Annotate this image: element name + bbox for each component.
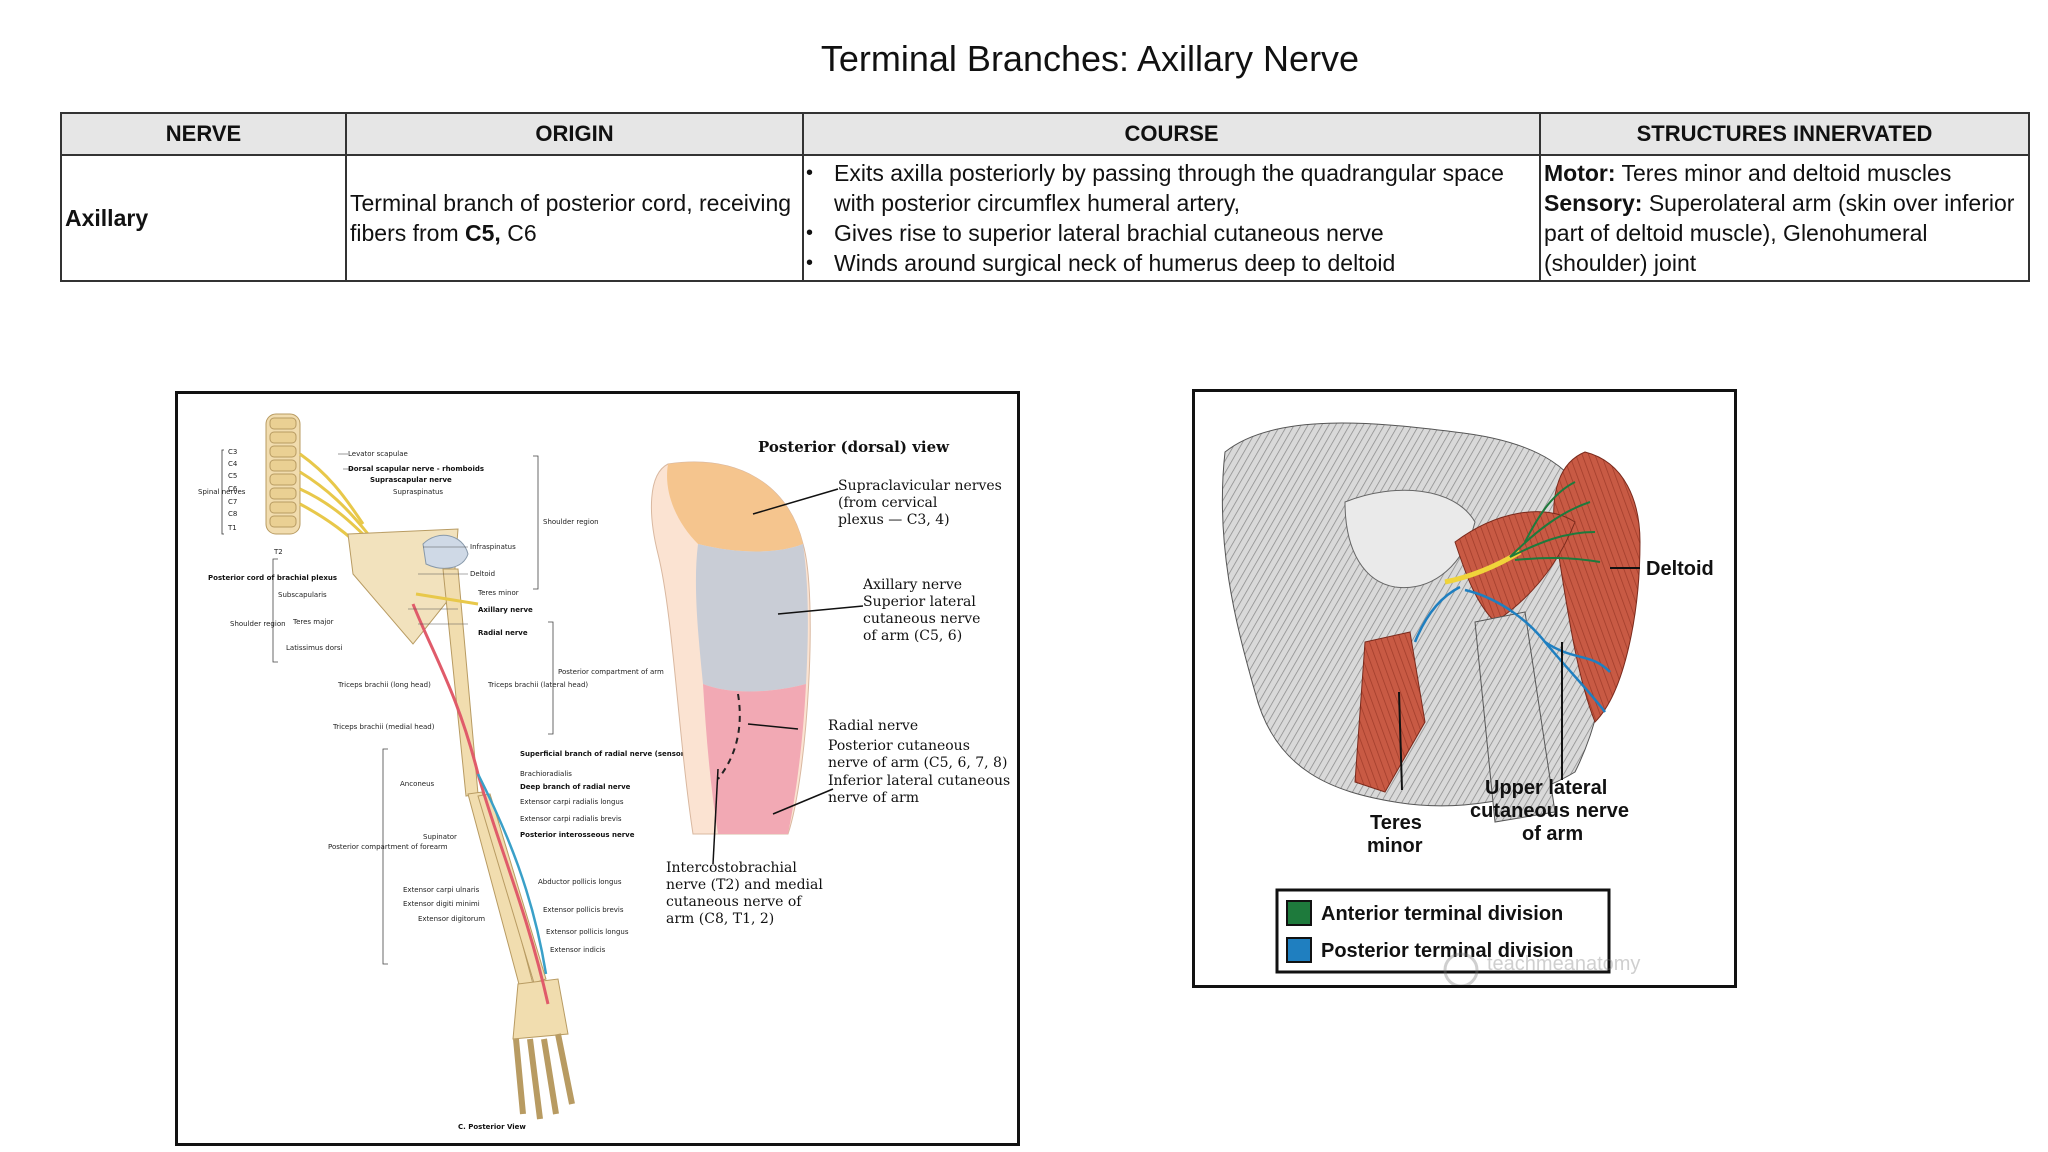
label-infraspinatus: Infraspinatus [470, 543, 516, 551]
header-structures: STRUCTURES INNERVATED [1539, 112, 2030, 156]
sensory-text: Superolateral arm (skin over inferior pa… [1544, 190, 2015, 276]
vertebra-label: T2 [273, 548, 283, 556]
course-item: Gives rise to superior lateral brachial … [806, 218, 1536, 248]
label-ecr-longus: Extensor carpi radialis longus [520, 798, 624, 806]
origin-bold: C5, [465, 220, 501, 246]
label-upper-lateral-line3: of arm [1522, 823, 1583, 845]
spine-illustration [265, 413, 301, 535]
label-brachioradialis: Brachioradialis [520, 770, 572, 778]
vertebra-label: C7 [228, 498, 237, 506]
watermark-text: teachmeanatomy [1487, 953, 1640, 975]
nerve-name: Axillary [65, 205, 149, 231]
course-list: Exits axilla posteriorly by passing thro… [804, 158, 1536, 278]
scapula-muscles-illustration [1221, 422, 1609, 807]
legend: Anterior terminal division Posterior ter… [1275, 888, 1611, 974]
shoulder-illustration: Deltoid Teres minor Upper lateral cutane… [1221, 422, 1714, 985]
label-extensor-digiti-minimi: Extensor digiti minimi [403, 900, 480, 908]
cutaneous-label-axillary: Axillary nerve Superior lateral cutaneou… [862, 577, 985, 644]
region-label: Posterior compartment of arm [558, 668, 664, 676]
legend-label-anterior: Anterior terminal division [1321, 903, 1563, 925]
label-supinator: Supinator [423, 833, 457, 841]
label-upper-lateral-line1: Upper lateral [1485, 777, 1607, 799]
origin-text: Terminal branch of posterior cord, recei… [350, 190, 792, 246]
legend-swatch-posterior [1286, 937, 1312, 963]
vertebra-label: C8 [228, 510, 237, 518]
figure-heading: Posterior (dorsal) view [758, 438, 950, 456]
label-anconeus: Anconeus [400, 780, 435, 788]
label-deep-radial: Deep branch of radial nerve [520, 783, 631, 791]
motor-line: Motor: Teres minor and deltoid muscles [1544, 158, 2025, 188]
label-levator-scapulae: Levator scapulae [348, 450, 408, 458]
label-suprascapular-nerve: Suprascapular nerve [370, 476, 452, 484]
cell-structures: Motor: Teres minor and deltoid muscles S… [1539, 154, 2030, 282]
region-label: Shoulder region [230, 620, 286, 628]
vertebra-label: C4 [228, 460, 238, 468]
label-abductor-pollicis-longus: Abductor pollicis longus [538, 878, 622, 886]
label-superficial-radial: Superficial branch of radial nerve (sens… [520, 750, 692, 758]
figure-caption: C. Posterior View [458, 1123, 526, 1131]
header-nerve: NERVE [60, 112, 347, 156]
label-extensor-indicis: Extensor indicis [550, 946, 606, 954]
label-upper-lateral-line2: cutaneous nerve [1470, 800, 1629, 822]
nerve-table: NERVE ORIGIN COURSE STRUCTURES INNERVATE… [60, 112, 2030, 282]
watermark: teachmeanatomy [1443, 952, 1640, 985]
sensory-label: Sensory: [1544, 190, 1643, 216]
posterior-division-illustration [1413, 585, 1611, 713]
course-item: Winds around surgical neck of humerus de… [806, 248, 1536, 278]
region-label: Shoulder region [543, 518, 599, 526]
label-triceps-long: Triceps brachii (long head) [337, 681, 431, 689]
label-posterior-interosseous: Posterior interosseous nerve [520, 831, 635, 839]
motor-text: Teres minor and deltoid muscles [1615, 160, 1952, 186]
label-extensor-digitorum: Extensor digitorum [418, 915, 485, 923]
label-deltoid: Deltoid [1646, 558, 1714, 580]
label-triceps-lateral: Triceps brachii (lateral head) [487, 681, 588, 689]
cell-origin: Terminal branch of posterior cord, recei… [345, 154, 804, 282]
cutaneous-label-radial: Radial nerve Posterior cutaneous nerve o… [828, 718, 1015, 806]
label-extensor-pollicis-brevis: Extensor pollicis brevis [543, 906, 624, 914]
shoulder-axillary-figure: Deltoid Teres minor Upper lateral cutane… [1192, 389, 1737, 988]
cell-course: Exits axilla posteriorly by passing thro… [802, 154, 1541, 282]
cutaneous-label-intercostobrachial: Intercostobrachial nerve (T2) and medial… [666, 860, 827, 927]
posterior-arm-nerve-figure: C3 C4 C5 C6 C7 C8 T1 T2 Spinal nerves [175, 391, 1020, 1146]
label-deltoid: Deltoid [470, 570, 495, 578]
label-subscapularis: Subscapularis [278, 591, 327, 599]
table-row: Axillary Terminal branch of posterior co… [60, 154, 2030, 282]
sensory-line: Sensory: Superolateral arm (skin over in… [1544, 188, 2025, 278]
anterior-division-illustration [1509, 481, 1601, 563]
label-axillary-nerve: Axillary nerve [478, 606, 533, 614]
legend-label-posterior: Posterior terminal division [1321, 940, 1573, 962]
motor-label: Motor: [1544, 160, 1616, 186]
header-origin: ORIGIN [345, 112, 804, 156]
header-course: COURSE [802, 112, 1541, 156]
label-triceps-medial: Triceps brachii (medial head) [332, 723, 435, 731]
region-label: Posterior compartment of forearm [328, 843, 448, 851]
label-posterior-cord: Posterior cord of brachial plexus [208, 574, 337, 582]
cell-nerve: Axillary [60, 154, 347, 282]
label-teres-major: Teres major [292, 618, 334, 626]
interosseous-nerve-illustration [476, 773, 548, 975]
origin-tail: C6 [500, 220, 537, 246]
posterior-arm-illustration: C3 C4 C5 C6 C7 C8 T1 T2 Spinal nerves [198, 413, 1015, 1131]
cutaneous-arm-illustration [651, 461, 811, 835]
vertebra-label: C3 [228, 448, 237, 456]
teres-minor-illustration [1354, 631, 1426, 793]
label-extensor-carpi-ulnaris: Extensor carpi ulnaris [403, 886, 480, 894]
label-extensor-pollicis-longus: Extensor pollicis longus [546, 928, 629, 936]
vertebra-label: C5 [228, 472, 237, 480]
copyright-icon [1443, 952, 1479, 985]
label-supraspinatus: Supraspinatus [393, 488, 443, 496]
slide-title: Terminal Branches: Axillary Nerve [820, 38, 1360, 79]
vertebra-label: T1 [227, 524, 237, 532]
legend-swatch-anterior [1286, 900, 1312, 926]
label-ecr-brevis: Extensor carpi radialis brevis [520, 815, 622, 823]
cutaneous-label-supraclavicular: Supraclavicular nerves (from cervical pl… [838, 478, 1006, 528]
label-teres-minor: Teres minor [477, 589, 519, 597]
label-latissimus-dorsi: Latissimus dorsi [286, 644, 342, 652]
vertebra-label: C6 [228, 485, 238, 493]
course-item: Exits axilla posteriorly by passing thro… [806, 158, 1536, 218]
label-dorsal-scapular-nerve: Dorsal scapular nerve - rhomboids [348, 465, 484, 473]
label-radial-nerve: Radial nerve [478, 629, 528, 637]
label-teres-line1: Teres [1370, 812, 1422, 834]
label-teres-line2: minor [1367, 835, 1423, 857]
